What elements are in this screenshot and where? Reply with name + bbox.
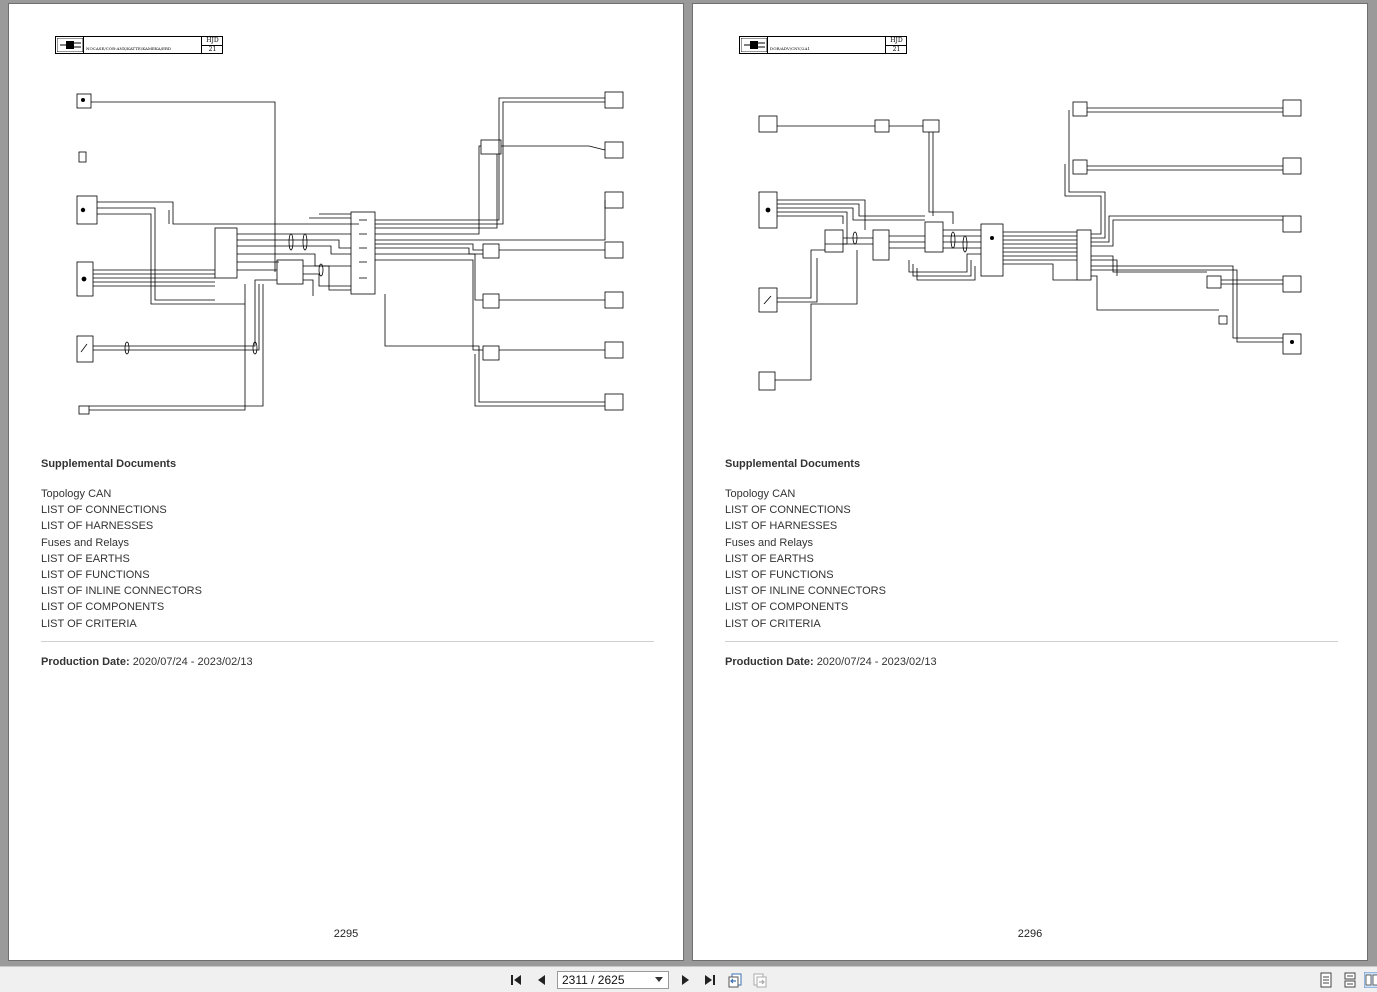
document-page-right: DOR/ADV/CNV/2A1 HJD 21 [692,3,1368,961]
wiring-diagram-left [76,91,624,415]
link-list-of-criteria[interactable]: LIST OF CRITERIA [725,617,821,630]
production-date-label: Production Date: [41,656,130,668]
link-list-of-functions[interactable]: LIST OF FUNCTIONS [41,569,150,582]
previous-page-icon[interactable] [534,972,550,988]
production-date: Production Date: 2020/07/24 - 2023/02/13 [725,656,937,668]
drawing-sheet-code: HJD [886,37,907,46]
supplemental-documents-list: Topology CAN LIST OF CONNECTIONS LIST OF… [725,486,886,632]
link-list-of-earths[interactable]: LIST OF EARTHS [725,552,814,565]
viewer-toolbar [0,966,1377,992]
wiring-diagram-right [758,99,1302,391]
document-viewer[interactable]: NOCASE/COR-ANX/KATTE/KAMEKA/ERD HJD 21 [0,0,1377,966]
page-number: 2296 [1017,928,1043,940]
section-divider [725,641,1338,642]
link-list-of-harnesses[interactable]: LIST OF HARNESSES [41,520,154,533]
page-selector[interactable] [557,971,669,989]
link-fuses-and-relays[interactable]: Fuses and Relays [725,536,814,549]
supplemental-documents-heading: Supplemental Documents [725,458,861,470]
production-date: Production Date: 2020/07/24 - 2023/02/13 [41,656,253,668]
drawing-sheet-number: 21 [208,46,217,53]
production-date-value: 2020/07/24 - 2023/02/13 [816,656,937,668]
document-page-left: NOCASE/COR-ANX/KATTE/KAMEKA/ERD HJD 21 [8,3,684,961]
drawing-sheet-number: 21 [892,46,901,53]
section-divider [41,641,654,642]
link-list-of-components[interactable]: LIST OF COMPONENTS [41,601,165,614]
last-page-icon[interactable] [701,972,717,988]
link-list-of-inline-connectors[interactable]: LIST OF INLINE CONNECTORS [41,585,202,598]
link-list-of-connections[interactable]: LIST OF CONNECTIONS [41,504,167,517]
link-list-of-earths[interactable]: LIST OF EARTHS [41,552,130,565]
link-list-of-functions[interactable]: LIST OF FUNCTIONS [725,569,834,582]
next-page-icon[interactable] [677,972,693,988]
link-list-of-criteria[interactable]: LIST OF CRITERIA [41,617,137,630]
supplemental-documents-list: Topology CAN LIST OF CONNECTIONS LIST OF… [41,486,202,632]
drawing-title-block: NOCASE/COR-ANX/KATTE/KAMEKA/ERD HJD 21 [55,36,223,54]
drawing-code: DOR/ADV/CNV/2A1 [770,46,810,51]
link-list-of-harnesses[interactable]: LIST OF HARNESSES [725,520,838,533]
single-page-view-icon[interactable] [1318,972,1334,988]
go-back-icon[interactable] [727,972,743,988]
two-page-view-icon[interactable] [1364,972,1377,988]
link-topology-can[interactable]: Topology CAN [725,488,796,500]
harness-connector-icon [741,38,767,52]
drawing-code: NOCASE/COR-ANX/KATTE/KAMEKA/ERD [86,46,172,51]
link-fuses-and-relays[interactable]: Fuses and Relays [41,536,130,549]
chevron-down-icon[interactable] [652,973,666,987]
harness-connector-icon [57,38,83,52]
link-list-of-inline-connectors[interactable]: LIST OF INLINE CONNECTORS [725,585,886,598]
first-page-icon[interactable] [509,972,525,988]
page-number: 2295 [333,928,359,940]
drawing-title-block: DOR/ADV/CNV/2A1 HJD 21 [739,36,907,54]
page-number-input[interactable] [558,973,652,987]
drawing-sheet-code: HJD [202,37,223,46]
link-list-of-components[interactable]: LIST OF COMPONENTS [725,601,849,614]
link-list-of-connections[interactable]: LIST OF CONNECTIONS [725,504,851,517]
production-date-label: Production Date: [725,656,814,668]
continuous-view-icon[interactable] [1342,972,1358,988]
go-forward-icon[interactable] [752,972,768,988]
supplemental-documents-heading: Supplemental Documents [41,458,177,470]
production-date-value: 2020/07/24 - 2023/02/13 [132,656,253,668]
link-topology-can[interactable]: Topology CAN [41,488,112,500]
